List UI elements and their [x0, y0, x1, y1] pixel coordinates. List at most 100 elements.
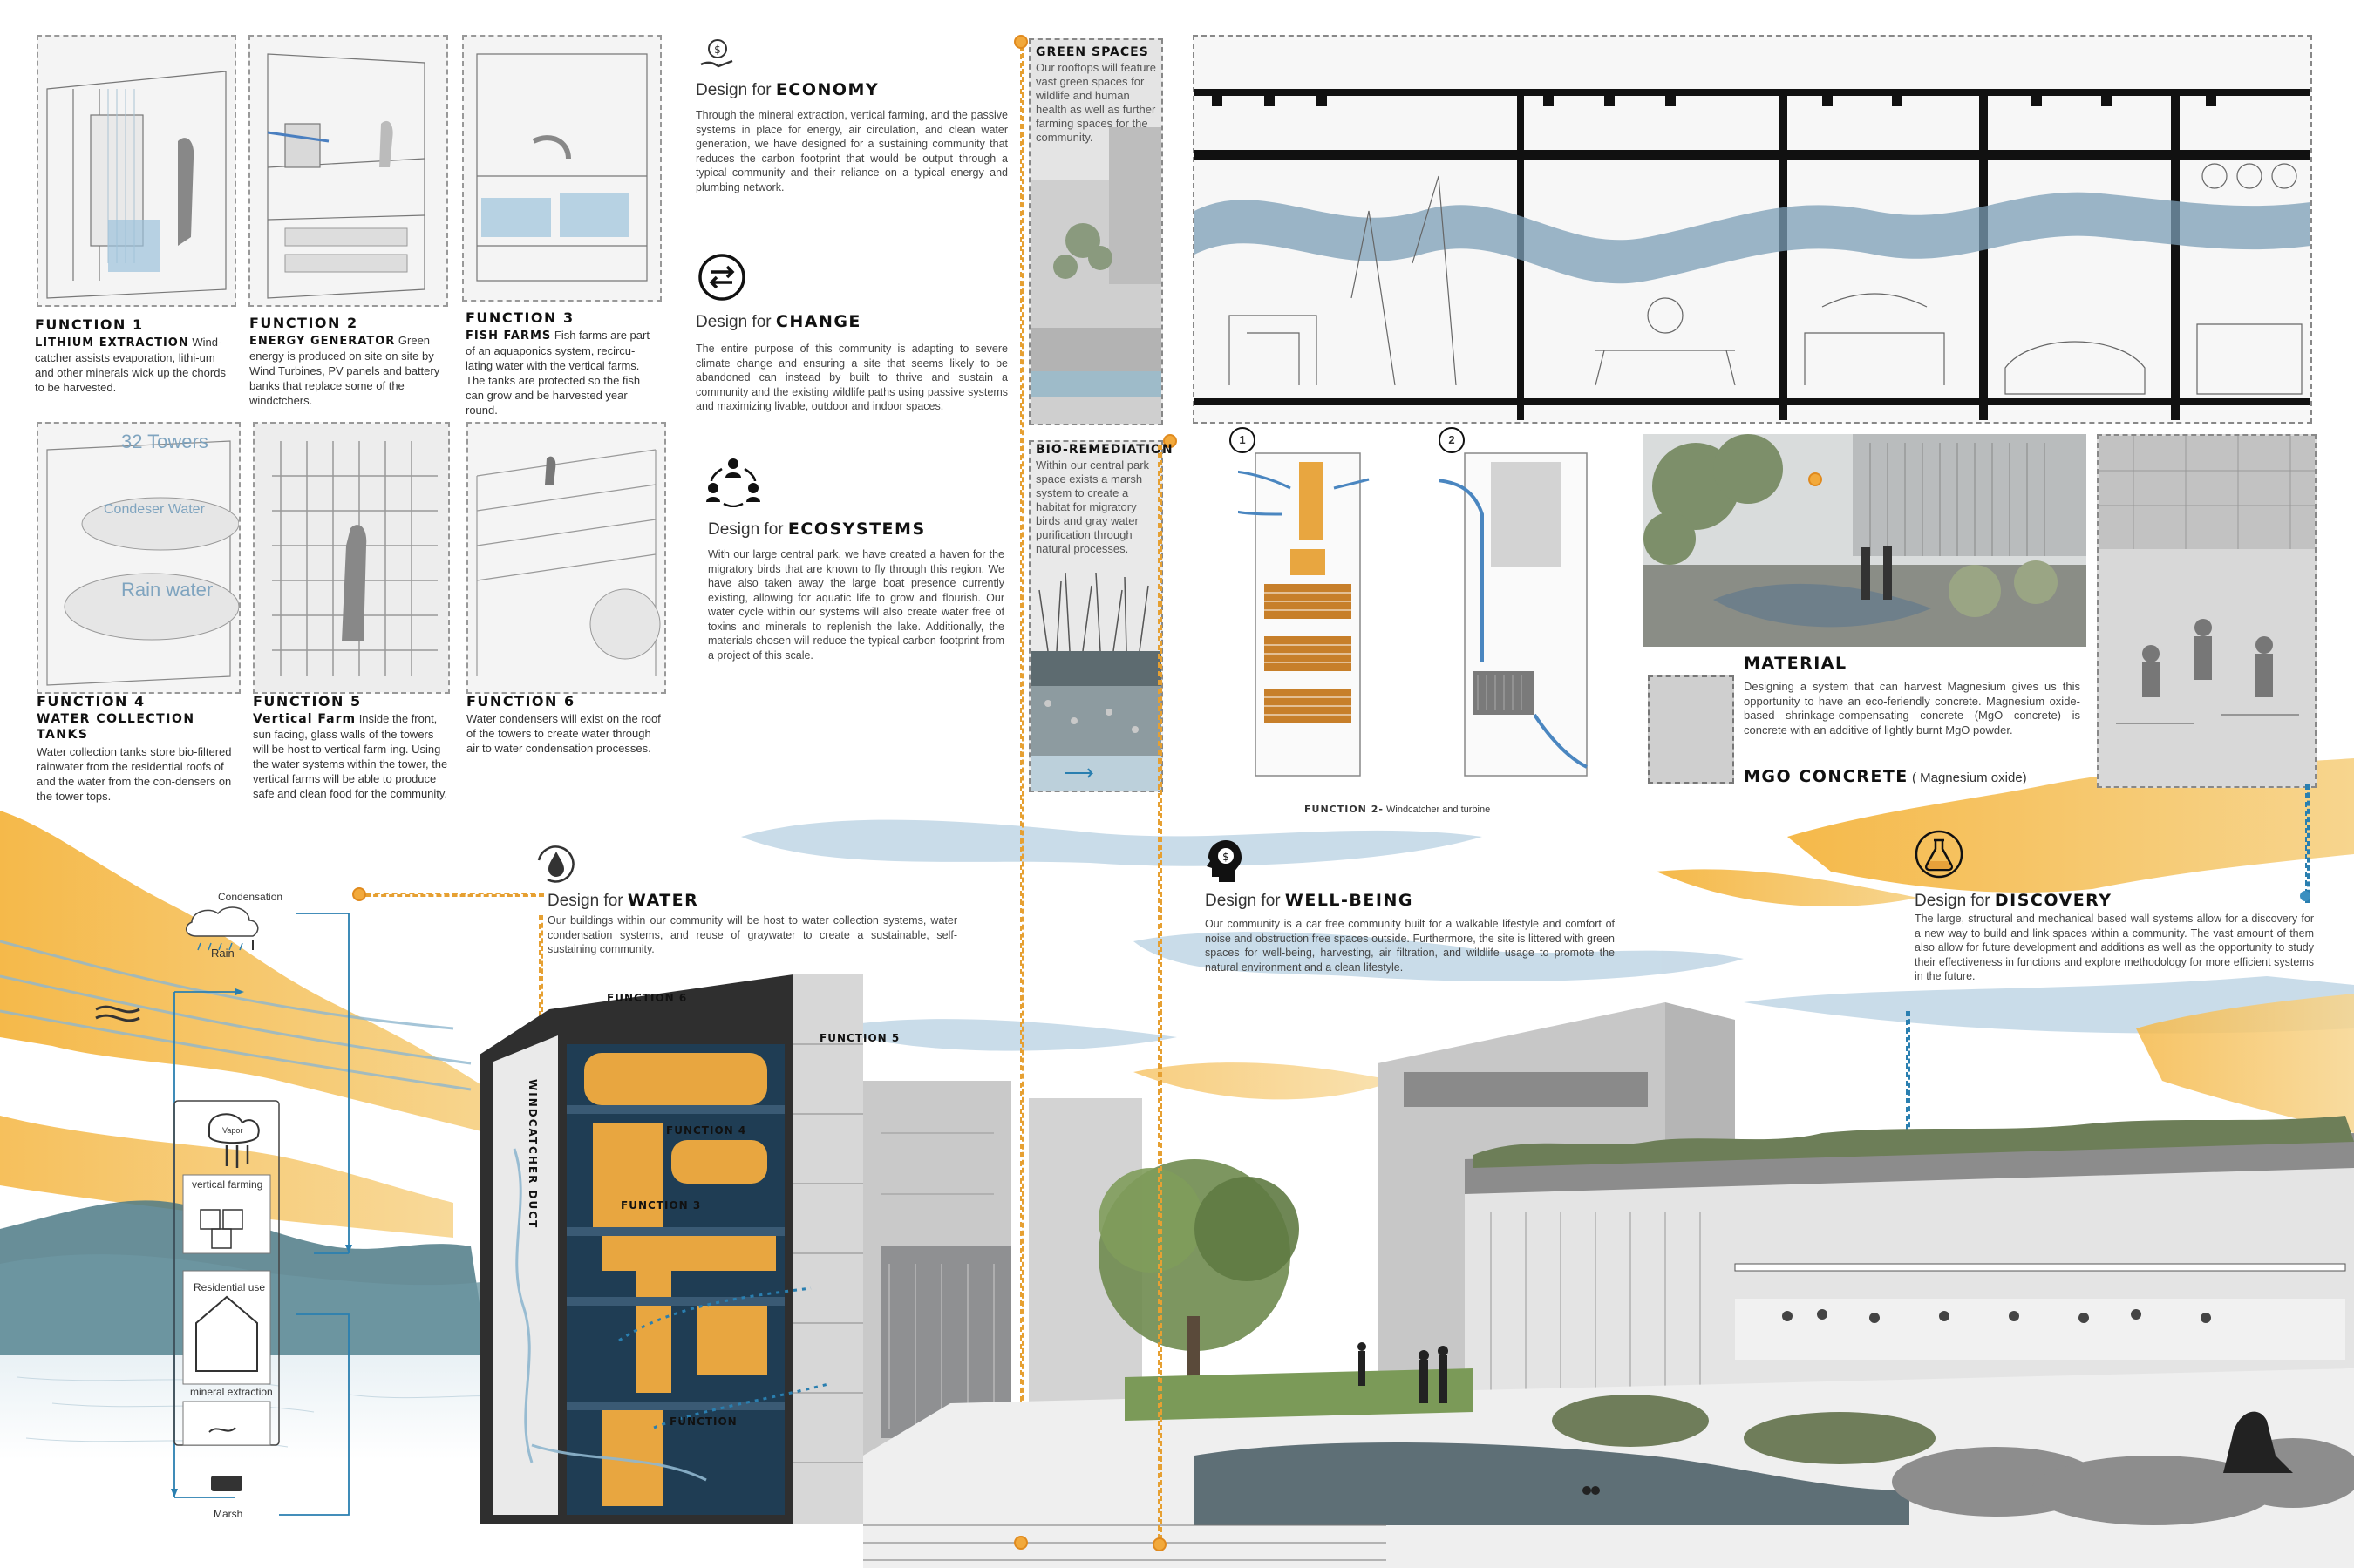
windcatcher-caption-text: Windcatcher and turbine [1386, 804, 1491, 815]
function-1-title: FUNCTION 1 [35, 316, 144, 333]
function-2-illustration [248, 35, 448, 307]
park-render-image [1643, 434, 2086, 647]
function-1-illustration [37, 35, 236, 307]
ecosystems-icon [706, 458, 760, 507]
duct-label: WINDCATCHER DUCT [527, 1079, 539, 1230]
water-cycle-diagram: Condensation Rain Vapor vertical farming… [87, 887, 375, 1532]
function-6-illustration [466, 422, 666, 694]
function-5-body: Inside the front, sun facing, glass wall… [253, 712, 448, 800]
material-text: Designing a system that can harvest Magn… [1744, 680, 2080, 736]
orange-marker-bio [1163, 434, 1177, 448]
section-label-function-6: FUNCTION 6 [607, 992, 688, 1004]
blue-marker-discovery [2300, 891, 2310, 901]
bio-remediation-text: Within our central park space exists a m… [1036, 458, 1150, 555]
function-1-subtitle: LITHIUM EXTRACTION [35, 336, 189, 350]
function-5-title: FUNCTION 5 [253, 693, 362, 709]
economy-icon: $ [700, 39, 733, 68]
function-4-title: FUNCTION 4 [37, 693, 146, 709]
economy-heading: Design for ECONOMY [696, 80, 880, 99]
orange-marker-right-2 [1014, 1536, 1028, 1550]
ecosystems-title: ECOSYSTEMS [787, 519, 926, 539]
cycle-condensation-label: Condensation [218, 891, 283, 903]
orange-marker-right-1 [1153, 1537, 1167, 1551]
function-4-text: Water collection tanks store bio-filtere… [37, 745, 232, 803]
concrete-sample-swatch [1648, 675, 1734, 784]
cycle-rain-label: Rain [211, 947, 235, 960]
change-text: The entire purpose of this community is … [696, 343, 1008, 412]
cycle-vapor-label: Vapor [222, 1126, 243, 1135]
tanks-towers-label: 32 Towers [121, 431, 208, 452]
discovery-title: DISCOVERY [1994, 891, 2112, 910]
well-being-text: Our community is a car free community bu… [1205, 918, 1615, 974]
function-2-text: ENERGY GENERATOR Green energy is produce… [249, 333, 446, 408]
function-5-illustration [253, 422, 450, 694]
tanks-condenser-label: Condeser Water [104, 502, 205, 517]
economy-title: ECONOMY [775, 80, 880, 99]
windcatcher-diagram-1: 1 [1211, 427, 1378, 784]
change-heading: Design for CHANGE [696, 312, 861, 331]
economy-text: Through the mineral extraction, vertical… [696, 109, 1008, 193]
function-4-illustration: 32 Towers Condeser Water Rain water [37, 422, 241, 694]
water-title: WATER [627, 891, 699, 910]
ecosystems-text: With our large central park, we have cre… [708, 548, 1004, 662]
function-2-title: FUNCTION 2 [249, 315, 358, 331]
well-being-heading: Design for WELL-BEING [1205, 891, 1413, 910]
orange-marker-top [1014, 35, 1028, 49]
function-3-illustration [462, 35, 662, 302]
green-spaces-panel [1029, 38, 1163, 425]
discovery-heading: Design for DISCOVERY [1915, 891, 2112, 910]
function-3-title: FUNCTION 3 [466, 309, 575, 326]
ecosystems-heading: Design for ECOSYSTEMS [708, 519, 926, 539]
tower-section: WINDCATCHER DUCT [480, 974, 863, 1524]
tanks-rain-label: Rain water [121, 579, 214, 601]
green-spaces-title: GREEN SPACES [1036, 45, 1149, 59]
function-5-subtitle: Vertical Farm [253, 712, 357, 726]
function-3-body: Fish farms are part of an aquaponics sys… [466, 329, 650, 417]
water-drop-icon [537, 845, 575, 883]
mgo-concrete-subtitle: ( Magnesium oxide) [1911, 770, 2027, 785]
function-1-body: Wind-catcher assists evaporation, lithi-… [35, 336, 226, 394]
material-title: MATERIAL [1744, 654, 1847, 673]
section-label-function-4: FUNCTION 4 [666, 1124, 747, 1137]
well-being-head-icon: $ [1207, 840, 1242, 882]
function-6-text: Water condensers will exist on the roof … [466, 712, 661, 755]
windcatcher-number-2: 2 [1439, 427, 1465, 453]
discovery-flask-icon [1915, 830, 1963, 879]
svg-text:$: $ [1222, 851, 1229, 863]
cycle-residential-label: Residential use [194, 1281, 266, 1293]
mgo-concrete-title: MGO CONCRETE [1744, 767, 1908, 786]
interior-classroom-sketch [2097, 434, 2317, 788]
mgo-concrete-label: MGO CONCRETE ( Magnesium oxide) [1744, 767, 2027, 786]
function-1-text: LITHIUM EXTRACTION Wind-catcher assists … [35, 335, 231, 395]
discovery-text: The large, structural and mechanical bas… [1915, 913, 2314, 982]
svg-text:$: $ [714, 44, 721, 56]
section-label-function-1: FUNCTION [670, 1415, 738, 1428]
change-title: CHANGE [775, 312, 861, 331]
function-3-text: FISH FARMS Fish farms are part of an aqu… [466, 328, 661, 417]
cycle-mineral-label: mineral extraction [190, 1386, 273, 1398]
change-icon [698, 254, 745, 301]
orange-marker-water [352, 887, 366, 901]
water-text: Our buildings within our community will … [548, 914, 957, 955]
orange-marker-material [1808, 472, 1822, 486]
water-heading: Design for WATER [548, 891, 699, 910]
bio-remediation-panel [1029, 440, 1163, 792]
function-2-body: Green energy is produced on site on site… [249, 334, 440, 407]
windcatcher-caption: FUNCTION 2- Windcatcher and turbine [1304, 804, 1490, 815]
windcatcher-caption-title: FUNCTION 2- [1304, 804, 1384, 815]
function-5-text: Vertical Farm Inside the front, sun faci… [253, 711, 449, 801]
section-label-function-5: FUNCTION 5 [820, 1032, 901, 1044]
section-label-function-3: FUNCTION 3 [621, 1199, 702, 1212]
windcatcher-number-1: 1 [1229, 427, 1255, 453]
function-6-title: FUNCTION 6 [466, 693, 575, 709]
bio-remediation-title: BIO-REMEDIATION [1036, 443, 1174, 457]
function-4-subtitle: WATER COLLECTION TANKS [37, 712, 195, 742]
cycle-vertical-farming-label: vertical farming [192, 1178, 263, 1191]
green-spaces-text: Our rooftops will feature vast green spa… [1036, 61, 1157, 144]
site-perspective-render [863, 1002, 2354, 1568]
function-2-subtitle: ENERGY GENERATOR [249, 335, 396, 348]
windcatcher-diagram-2: 2 [1420, 427, 1595, 784]
well-being-title: WELL-BEING [1284, 891, 1413, 910]
cycle-marsh-label: Marsh [214, 1508, 243, 1520]
function-3-subtitle: FISH FARMS [466, 329, 552, 343]
